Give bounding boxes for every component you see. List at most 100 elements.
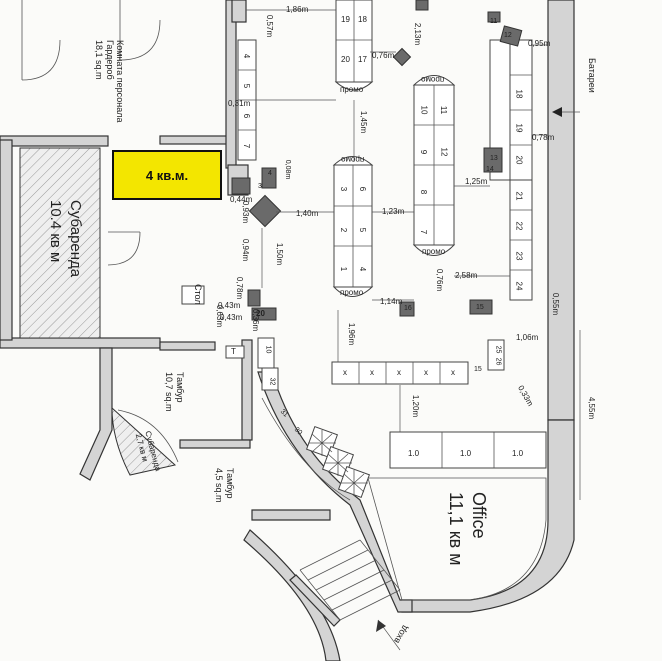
dimension-label: 1,50m [275,242,285,266]
office-name: Office [469,492,489,539]
staff-room-label: Комната персонала Гардероб 18,1 sq.m [94,40,125,122]
left-rack-cell: 5 [242,83,252,89]
office-label: Office 11,1 кв м [443,492,490,566]
dimension-label: 0,57m [265,14,275,38]
dimension-lines [246,9,581,500]
fixture-number: 4 [268,170,272,177]
left-island [332,156,374,297]
dimension-label: 0,55m [551,292,561,316]
fixture-number: 12 [504,32,512,39]
battery-arrow [552,107,580,117]
sublease-zone-small [111,406,177,476]
left-rack-cell: 4 [242,53,252,59]
dimension-label: 1,40m [296,209,319,218]
tambur-2-label: Тамбур 4,5 sq.m [213,468,235,503]
fixture-number: 25 [494,345,502,354]
fixture-number: 14 [486,166,494,173]
doors [21,0,351,501]
counter-number: 15 [474,366,482,373]
t-label: T [231,347,236,356]
dimension-label: 1,86m [286,5,309,14]
staff-room-area: 18,1 sq.m [94,40,105,80]
highlight-area-label: 4 кв.м. [145,167,189,183]
fixture-number: 13 [490,155,498,162]
promo-label-5: промо [422,247,446,256]
fixture-number: 3 [258,183,262,190]
dimension-label: 0,36m [251,308,261,332]
dimension-label: 1,96m [347,322,357,346]
office-outline [367,477,547,601]
fixture-number: 15 [476,304,484,311]
right-island-cell: 7 [419,229,429,235]
svg-text:20: 20 [341,55,350,64]
dimension-label: 1,14m [380,297,403,306]
dimension-label: 1,20m [411,394,421,418]
counter-cell: x [424,368,428,377]
battery-label: Батареи [587,58,597,93]
staff-room-sub: Гардероб [104,40,115,80]
wall-rack-cell: 24 [514,281,524,291]
dimension-label: 0,78m [235,276,245,300]
svg-text:18: 18 [358,15,367,24]
fixture-number: 11 [490,18,498,25]
sublease-left-area: 10.4 кв м [47,200,65,263]
promo-label-1: промо [340,85,364,94]
promo-label-2: промо [341,155,365,164]
svg-text:19: 19 [341,15,350,24]
dimension-label: 0,94m [241,238,251,262]
right-wall-rack [489,39,533,301]
dimension-label: 0,78m [532,133,555,142]
dimension-label: 1,06m [516,333,539,342]
dimension-label: 0,76m [372,51,395,60]
dimension-label: 4,55m [587,396,597,420]
sublease-left-name: Субаренда [67,200,84,278]
left-island-cell: 5 [358,227,368,233]
top-island: 19 18 20 17 [334,0,374,91]
small-fixtures [231,0,523,321]
dimension-label: 0,43m [218,301,241,310]
wall-rack-cell: 18 [514,89,524,99]
dimension-label: 2,58m [455,271,478,280]
entrance-arrow [376,619,401,651]
dimension-label: 0,43m [220,313,243,322]
right-island-cell: 12 [439,147,449,157]
right-island-cell: 8 [419,189,429,195]
tambur-2-area: 4,5 sq.m [214,468,225,503]
highlight-area-box: 4 кв.м. [112,150,222,200]
dimension-label: 0,93m [241,200,251,224]
left-island-cell: 6 [358,186,368,192]
counter-cell: x [370,368,374,377]
dimension-label: 0,95m [528,39,551,48]
wall-rack-cell: 22 [514,221,524,231]
dimension-label: 1,25m [465,177,488,186]
stairs [299,539,401,621]
walls [0,0,575,661]
dimension-label: 0,44m [230,195,253,204]
promo-label-4: промо [421,75,445,84]
left-island-cell: 4 [358,266,368,272]
dimension-label: 0,08m [284,159,292,180]
dimension-label: 2,13m [413,22,423,46]
fixture-number: 10 [264,345,272,354]
svg-text:17: 17 [358,55,367,64]
dimension-label: 0,31m [228,99,251,108]
right-island [412,75,456,256]
dimension-label: 0,63m [215,304,225,328]
left-wall-rack [237,39,257,161]
right-island-cell: 10 [419,105,429,115]
fixture-number: 26 [494,357,502,366]
tambur-2-name: Тамбур [225,468,235,499]
stol-label: Стол [193,284,203,305]
wall-rack-cell: 19 [514,123,524,133]
left-island-cell: 2 [339,227,349,233]
promo-label-3: промо [340,288,364,297]
sublease-left-label: Субаренда 10.4 кв м [46,200,85,277]
staff-room-name: Комната персонала [115,40,125,123]
wall-rack-cell: 20 [514,155,524,165]
tambur-1-label: Тамбур 10,7 sq.m [163,372,185,412]
fixture-number: 32 [268,377,276,386]
left-island-cell: 1 [339,266,349,272]
turnstiles [305,425,371,499]
